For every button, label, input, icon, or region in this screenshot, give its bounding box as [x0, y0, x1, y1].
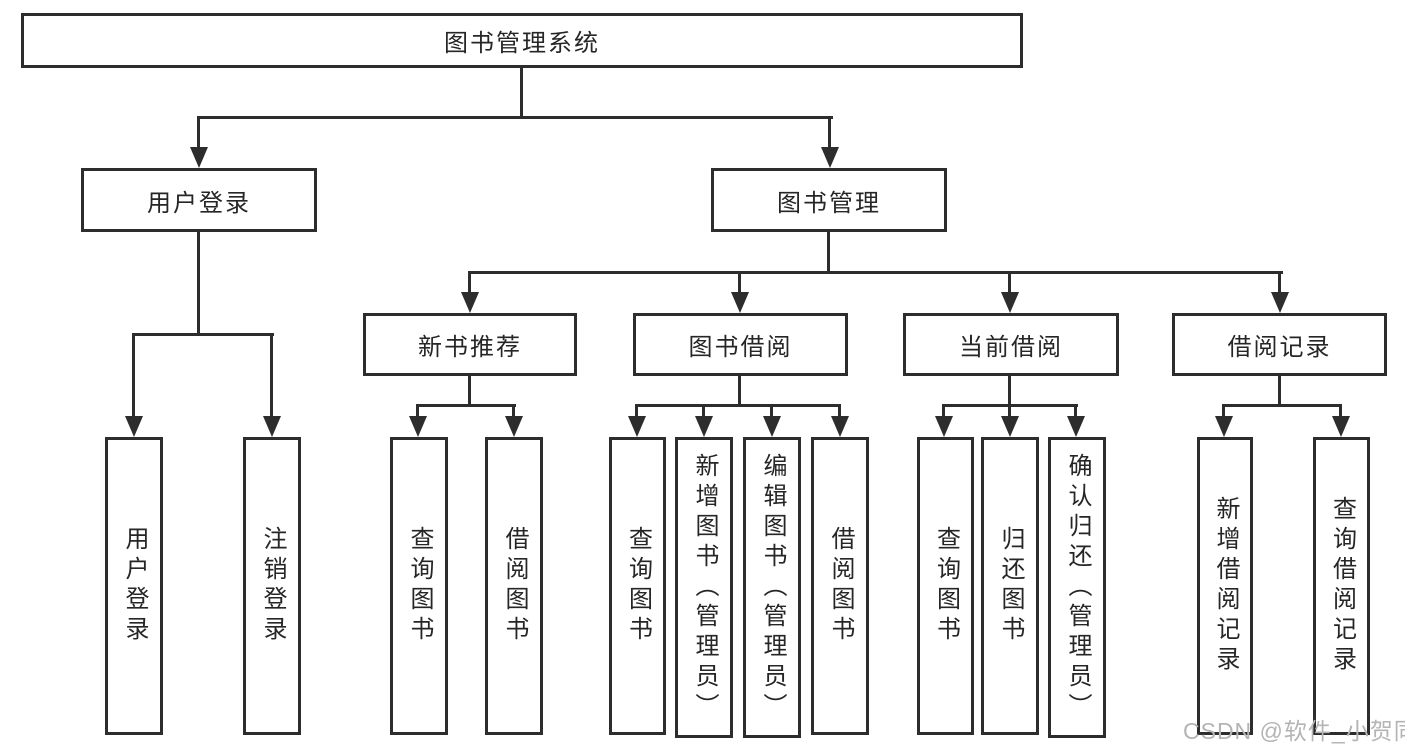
- node-label: 借阅图书: [827, 526, 854, 646]
- node-label: 查询图书: [624, 526, 652, 646]
- arrowhead-down-icon: [1001, 416, 1019, 437]
- connector-line: [702, 404, 705, 419]
- node-label: 新书推荐: [418, 334, 522, 361]
- connector-line: [635, 404, 638, 419]
- node-user-login: 用户登录: [81, 168, 317, 232]
- leaf-query-borrow-record: 查询借阅记录: [1313, 437, 1370, 735]
- arrowhead-down-icon: [1215, 416, 1233, 437]
- arrowhead-down-icon: [1271, 292, 1289, 313]
- node-label: 图书借阅: [688, 334, 793, 361]
- leaf-edit-books-admin: 编辑图书（管理员）: [743, 437, 801, 738]
- connector-line: [738, 376, 741, 406]
- node-label: 注销登录: [259, 526, 286, 646]
- node-book-management: 图书管理: [711, 168, 947, 232]
- node-label: 归还图书: [997, 526, 1024, 646]
- connector-line: [738, 271, 741, 296]
- arrowhead-down-icon: [695, 416, 713, 437]
- arrowhead-down-icon: [1332, 416, 1350, 437]
- connector-line: [1222, 404, 1225, 419]
- connector-line: [828, 116, 831, 150]
- node-label: 确认归还（管理员）: [1064, 452, 1091, 723]
- node-label: 图书管理: [777, 189, 881, 217]
- leaf-borrow-books-borrowing: 借阅图书: [811, 437, 869, 735]
- connector-line: [197, 232, 200, 335]
- connector-line: [1339, 404, 1342, 419]
- leaf-logout: 注销登录: [243, 437, 301, 735]
- connector-line: [1222, 404, 1342, 407]
- node-label: 查询图书: [406, 526, 433, 646]
- arrowhead-down-icon: [263, 416, 281, 437]
- connector-line: [635, 404, 841, 407]
- arrowhead-down-icon: [628, 416, 646, 437]
- connector-line: [197, 116, 200, 150]
- connector-line: [132, 333, 274, 336]
- arrowhead-down-icon: [461, 292, 479, 313]
- leaf-confirm-return-admin: 确认归还（管理员）: [1048, 437, 1106, 738]
- node-label: 用户登录: [147, 189, 251, 217]
- connector-line: [1074, 404, 1077, 419]
- connector-line: [132, 333, 135, 419]
- connector-line: [468, 271, 471, 296]
- arrowhead-down-icon: [821, 147, 839, 168]
- node-current-borrowing: 当前借阅: [903, 313, 1119, 376]
- arrowhead-down-icon: [190, 147, 208, 168]
- connector-line: [1278, 271, 1281, 296]
- connector-line: [520, 68, 523, 118]
- leaf-borrow-books-recommend: 借阅图书: [485, 437, 543, 735]
- connector-line: [827, 232, 830, 273]
- connector-line: [1008, 404, 1011, 419]
- node-label: 图书管理系统: [444, 30, 600, 57]
- arrowhead-down-icon: [935, 416, 953, 437]
- node-label: 新增图书（管理员）: [691, 452, 718, 723]
- arrowhead-down-icon: [831, 416, 849, 437]
- connector-line: [1008, 376, 1011, 406]
- node-library-management-system: 图书管理系统: [21, 13, 1023, 68]
- connector-line: [512, 404, 515, 419]
- connector-line: [416, 404, 419, 419]
- leaf-add-borrow-record: 新增借阅记录: [1197, 437, 1253, 735]
- connector-line: [468, 376, 471, 406]
- node-label: 用户登录: [121, 526, 148, 646]
- arrowhead-down-icon: [409, 416, 427, 437]
- connector-line: [942, 404, 945, 419]
- leaf-query-books-recommend: 查询图书: [390, 437, 448, 735]
- connector-line: [468, 271, 1283, 274]
- watermark-text: CSDN @软件_小贺同学: [1183, 718, 1405, 744]
- node-label: 当前借阅: [959, 334, 1063, 361]
- node-new-book-recommendation: 新书推荐: [363, 313, 577, 376]
- connector-line: [1008, 271, 1011, 296]
- node-book-borrowing: 图书借阅: [633, 313, 848, 376]
- connector-line: [416, 404, 516, 407]
- arrowhead-down-icon: [505, 416, 523, 437]
- node-label: 查询借阅记录: [1328, 496, 1356, 676]
- leaf-query-books-current: 查询图书: [917, 437, 974, 735]
- leaf-user-login: 用户登录: [105, 437, 163, 735]
- leaf-return-books: 归还图书: [981, 437, 1039, 735]
- node-label: 借阅记录: [1227, 334, 1332, 361]
- connector-line: [770, 404, 773, 419]
- arrowhead-down-icon: [731, 292, 749, 313]
- leaf-add-books-admin: 新增图书（管理员）: [675, 437, 733, 738]
- connector-line: [1278, 376, 1281, 406]
- arrowhead-down-icon: [1067, 416, 1085, 437]
- arrowhead-down-icon: [1001, 292, 1019, 313]
- node-borrowing-records: 借阅记录: [1172, 313, 1387, 376]
- arrowhead-down-icon: [763, 416, 781, 437]
- arrowhead-down-icon: [125, 416, 143, 437]
- node-label: 查询图书: [932, 526, 960, 646]
- node-label: 借阅图书: [501, 526, 528, 646]
- connector-line: [270, 333, 273, 419]
- node-label: 新增借阅记录: [1212, 496, 1239, 676]
- connector-line: [838, 404, 841, 419]
- leaf-query-books-borrowing: 查询图书: [609, 437, 666, 735]
- connector-line: [197, 116, 833, 119]
- node-label: 编辑图书（管理员）: [759, 452, 786, 723]
